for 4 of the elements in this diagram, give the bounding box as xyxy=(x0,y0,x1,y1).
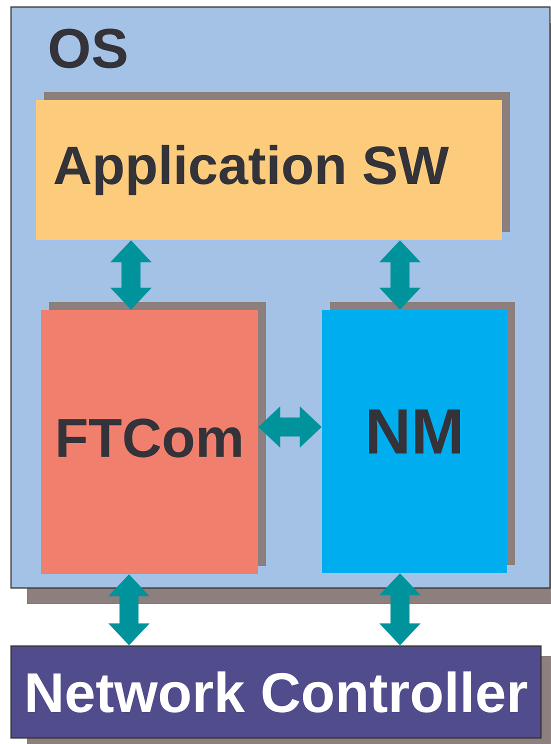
process-box: Application SW xyxy=(36,92,510,240)
process-box: FTCom xyxy=(41,302,266,574)
process-box: NM xyxy=(322,302,515,573)
process-box: Network Controller xyxy=(10,645,551,744)
